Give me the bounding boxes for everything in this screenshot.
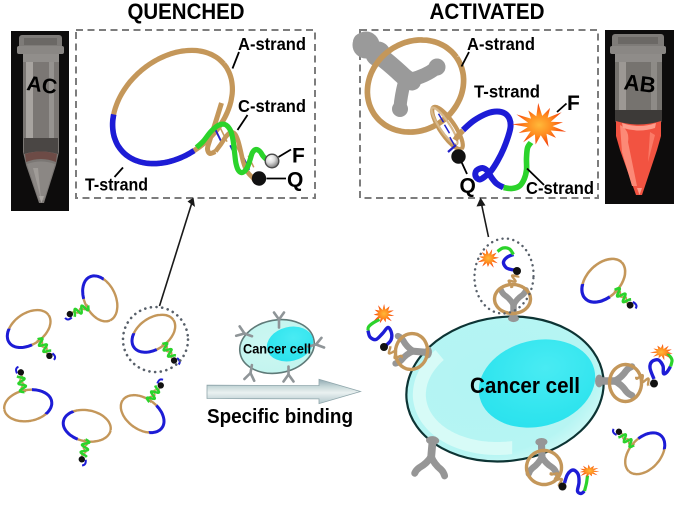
svg-text:Q: Q [460,175,476,198]
svg-text:T-strand: T-strand [474,82,540,102]
svg-text:ACTIVATED: ACTIVATED [430,0,545,24]
svg-text:T-strand: T-strand [85,175,148,195]
svg-text:Q: Q [287,169,303,192]
svg-text:A-strand: A-strand [467,34,535,54]
svg-text:F: F [567,92,580,115]
svg-text:C-strand: C-strand [526,178,594,198]
svg-text:AB: AB [623,69,658,98]
svg-text:C-strand: C-strand [238,96,306,116]
svg-text:AC: AC [25,72,58,99]
svg-text:Specific binding: Specific binding [207,406,353,428]
svg-text:F: F [292,145,305,168]
svg-text:QUENCHED: QUENCHED [128,0,245,24]
svg-text:Cancer cell: Cancer cell [470,373,580,398]
svg-text:Cancer cell: Cancer cell [243,342,311,357]
svg-text:A-strand: A-strand [238,34,306,54]
